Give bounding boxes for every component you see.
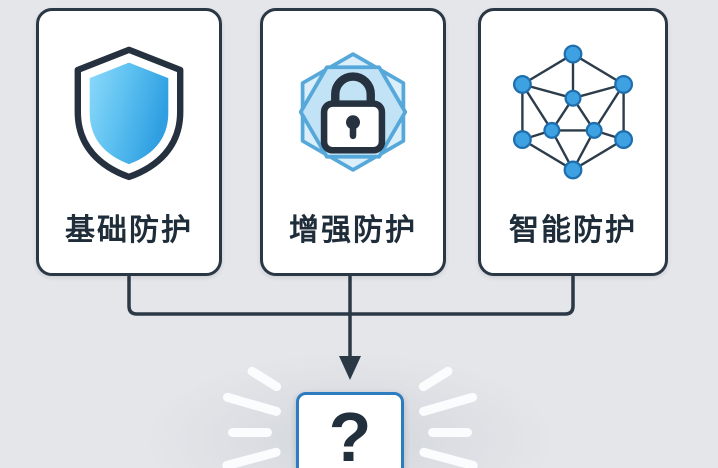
ray [428, 428, 472, 437]
card-label: 智能防护 [509, 214, 637, 247]
ray [245, 365, 283, 393]
padlock-badge-icon [279, 33, 427, 191]
network-icon [499, 33, 647, 191]
ray [228, 428, 272, 437]
card-label: 增强防护 [289, 214, 417, 247]
card-smart-protection: 智能防护 [478, 8, 668, 276]
ray [221, 446, 282, 468]
ray [417, 365, 455, 393]
question-mark: ? [328, 398, 372, 468]
shield-icon [55, 33, 203, 191]
ray [418, 446, 479, 468]
card-enhanced-protection: 增强防护 [260, 8, 446, 276]
card-basic-protection: 基础防护 [36, 8, 222, 276]
ray [221, 391, 283, 417]
arrow-down-icon [339, 356, 361, 380]
ray [417, 391, 479, 417]
result-box: ? [296, 392, 404, 468]
card-label: 基础防护 [65, 214, 193, 247]
